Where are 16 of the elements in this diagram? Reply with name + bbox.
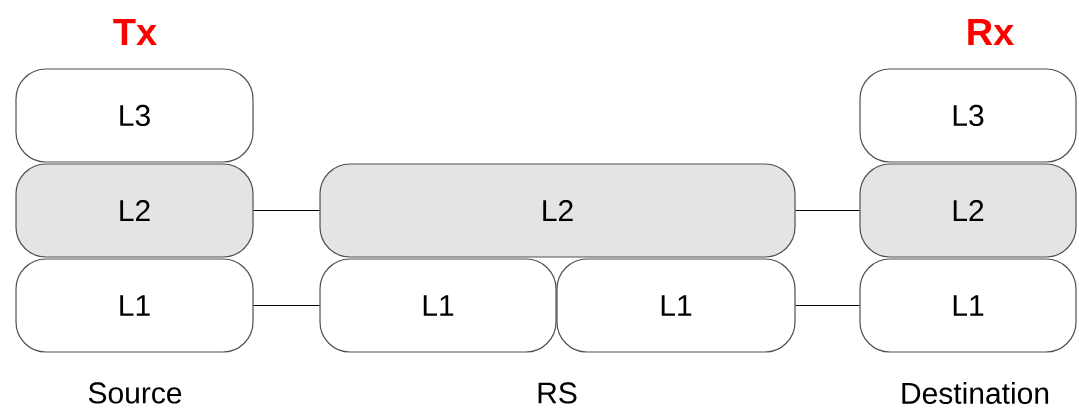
layer-box: L2 — [859, 163, 1077, 258]
connector-line — [253, 304, 320, 307]
connector-line — [795, 209, 860, 212]
layer-box: L2 — [319, 163, 796, 258]
connector-line — [253, 209, 320, 212]
column-label: Destination — [902, 382, 1049, 404]
column-label: Source — [88, 382, 182, 404]
column-label: RS — [538, 382, 577, 404]
layer-box: L2 — [15, 163, 254, 258]
layer-box: L3 — [15, 68, 254, 163]
layer-box: L1 — [319, 258, 557, 353]
layer-box: L1 — [556, 258, 796, 353]
layer-box: L3 — [859, 68, 1077, 163]
connector-line — [795, 304, 860, 307]
layer-box: L1 — [15, 258, 254, 353]
layer-box: L1 — [859, 258, 1077, 353]
